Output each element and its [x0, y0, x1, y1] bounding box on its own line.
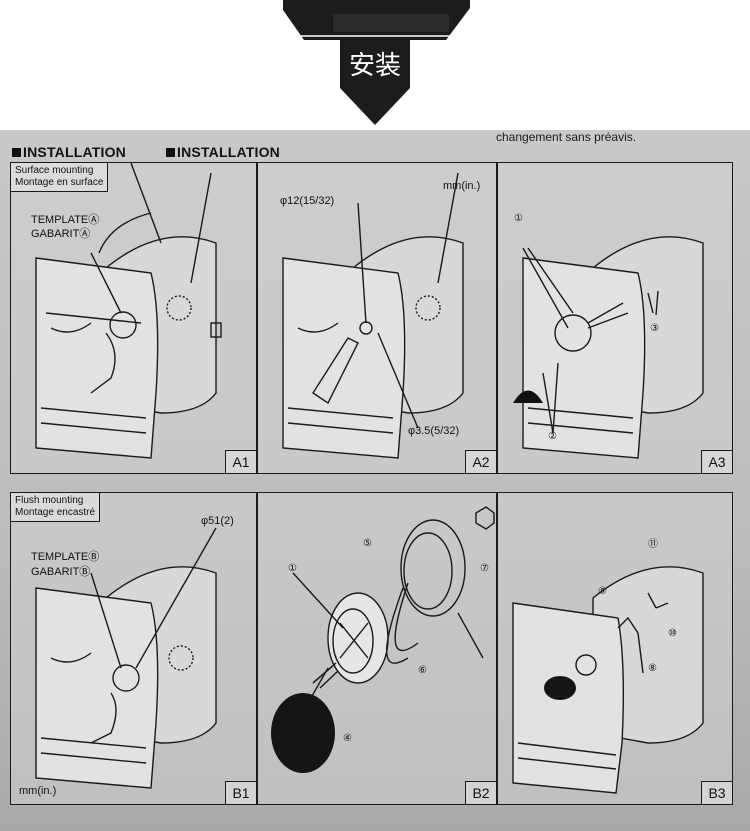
- panel-id: B2: [465, 781, 496, 804]
- callout-3: ③: [650, 323, 659, 334]
- sheet-top-note: changement sans préavis.: [496, 130, 637, 144]
- mounting-caption: Flush mounting Montage encastré: [11, 493, 101, 522]
- panel-id: A1: [225, 450, 256, 473]
- square-bullet-icon: [12, 148, 21, 157]
- callout-7: ⑦: [480, 563, 489, 574]
- gauge-surface-attach-illustration: [513, 236, 704, 459]
- template-label: TEMPLATEⒶ: [31, 214, 100, 226]
- door-flush-template-illustration: [35, 527, 217, 789]
- callout-11: ⑪: [648, 539, 658, 550]
- manual-sheet-photo: changement sans préavis. INSTALLATION IN…: [0, 130, 750, 831]
- mounting-caption: Surface mounting Montage en surface: [11, 163, 109, 192]
- panel-id: A2: [465, 450, 496, 473]
- gabarit-label: GABARITⒶ: [31, 228, 91, 240]
- callout-1: ①: [514, 213, 523, 224]
- door-surface-template-illustration: [35, 163, 222, 459]
- hole-label: φ51(2): [201, 515, 234, 527]
- gauge-flush-exploded-illustration: [271, 506, 495, 773]
- callout-6: ⑥: [418, 665, 427, 676]
- panel-b2: ① ④ ⑤ ⑥ ⑦ B2: [257, 492, 497, 805]
- unit-label: mm(in.): [443, 180, 481, 192]
- panel-a1: Surface mounting Montage en surface TEMP…: [10, 162, 257, 474]
- callout-9: ⑨: [598, 586, 607, 597]
- panel-b3: ⑨ ⑧ ⑩ ⑪ B3: [497, 492, 733, 805]
- installation-heading-1: INSTALLATION: [12, 144, 126, 160]
- callout-10: ⑩: [668, 628, 677, 639]
- callout-5: ⑤: [363, 538, 372, 549]
- hole-small-label: φ3.5(5/32): [408, 425, 460, 437]
- callout-1: ①: [288, 563, 297, 574]
- banner-label: 安装: [343, 46, 407, 86]
- callout-2: ②: [548, 431, 557, 442]
- panel-b1: Flush mounting Montage encastré TEMPLATE…: [10, 492, 257, 805]
- gabarit-label: GABARITⒷ: [31, 566, 91, 578]
- gauge-flush-attach-illustration: [512, 566, 704, 794]
- template-label: TEMPLATEⒷ: [31, 551, 100, 563]
- hole-large-label: φ12(15/32): [280, 195, 335, 207]
- panel-id: A3: [701, 450, 732, 473]
- unit-label: mm(in.): [19, 785, 57, 797]
- callout-4: ④: [343, 733, 352, 744]
- door-drilling-illustration: [282, 172, 464, 459]
- panel-a3: ① ② ③ A3: [497, 162, 733, 474]
- panel-a2: mm(in.) φ12(15/32) φ3.5(5/32) A2: [257, 162, 497, 474]
- callout-8: ⑧: [648, 663, 657, 674]
- top-banner: 安装: [0, 0, 750, 130]
- square-bullet-icon: [166, 148, 175, 157]
- panel-id: B1: [225, 781, 256, 804]
- installation-heading-2: INSTALLATION: [166, 144, 280, 160]
- panel-id: B3: [701, 781, 732, 804]
